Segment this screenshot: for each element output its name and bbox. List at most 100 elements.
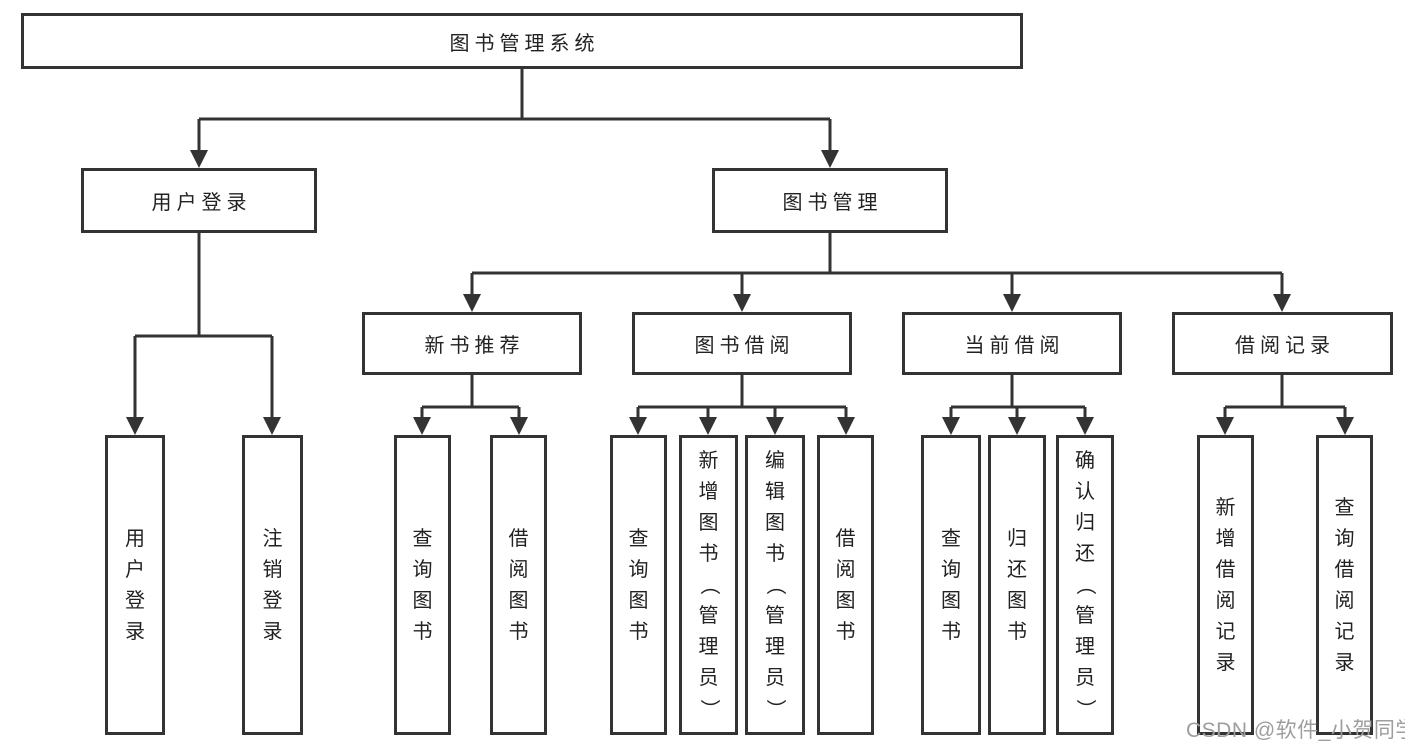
connector-userlogin-to-leaves (126, 233, 281, 435)
connector-bookmgmt-to-level3 (463, 233, 1291, 312)
leaf-label-char: 登 (125, 589, 145, 612)
leaf-label-char: 理 (698, 636, 719, 658)
leaf-label-char: 借 (835, 527, 856, 550)
leaf-label-char: 增 (698, 481, 719, 503)
connector-bookborrow-to-leaves (629, 375, 855, 435)
leaf-label-char: 编 (765, 450, 785, 472)
leaf-label-char: 图 (698, 512, 719, 534)
node-current-borrow: 当前借阅 (902, 312, 1122, 375)
leaf-label-char: 借 (508, 527, 529, 550)
leaf-label-char: 用 (125, 527, 145, 550)
leaf-label-char: 理 (765, 636, 785, 658)
leaf-label-char: 录 (1215, 651, 1236, 674)
leaf-borrow-books-recommend: 借阅图书 (490, 435, 547, 735)
leaf-label-char: 员 (1075, 667, 1095, 689)
leaf-label-char: 书 (941, 620, 961, 643)
leaf-label-char: 新 (698, 450, 719, 472)
leaf-label-char: 注 (262, 527, 283, 550)
leaf-label-char: 归 (1075, 512, 1095, 534)
leaf-label-char: 图 (1007, 589, 1027, 612)
connector-currentborrow-to-leaves (942, 375, 1094, 435)
leaf-label-char: 书 (412, 620, 433, 643)
leaf-label-char: 书 (835, 620, 856, 643)
leaf-label-char: 询 (941, 558, 961, 581)
connector-root-to-level2 (190, 69, 839, 168)
leaf-label-char: 阅 (508, 558, 529, 581)
leaf-label-char: 书 (508, 620, 529, 643)
leaf-label-char: 书 (698, 543, 719, 565)
leaf-label-char: 图 (835, 589, 856, 612)
leaf-label-char: 图 (628, 589, 649, 612)
leaf-label-char: 管 (765, 605, 785, 627)
leaf-label-char: 确 (1075, 450, 1095, 472)
leaf-label-char: 登 (262, 589, 283, 612)
leaf-label-char: 录 (1334, 651, 1355, 674)
leaf-label-char: 询 (628, 558, 649, 581)
node-book-management: 图书管理 (712, 168, 948, 233)
leaf-label-char: 认 (1075, 481, 1095, 503)
leaf-label-char: 辑 (765, 481, 785, 503)
leaf-label-char: 户 (125, 558, 145, 581)
leaf-label-char: 查 (412, 527, 433, 550)
node-book-borrow: 图书借阅 (632, 312, 852, 375)
leaf-label-char: 借 (1334, 558, 1355, 581)
leaf-label-char: 录 (262, 620, 283, 643)
leaf-label-char: 书 (765, 543, 785, 565)
leaf-label-char: 管 (698, 605, 719, 627)
leaf-label-char: 记 (1215, 620, 1236, 643)
connector-newbook-to-leaves (413, 375, 528, 435)
leaf-label-char: 图 (412, 589, 433, 612)
leaf-label-char: 还 (1075, 543, 1095, 565)
leaf-label-char: 阅 (835, 558, 856, 581)
leaf-label-char: ） (1074, 699, 1096, 719)
leaf-label-char: 借 (1215, 558, 1236, 581)
csdn-watermark: CSDN @软件_小贺同学 (1186, 719, 1405, 742)
leaf-label-char: 还 (1007, 558, 1027, 581)
leaf-borrow-books: 借阅图书 (817, 435, 874, 735)
leaf-label-char: （ (697, 575, 720, 595)
node-new-book-recommend: 新书推荐 (362, 312, 582, 375)
node-root-library-management-system: 图书管理系统 (21, 13, 1023, 69)
leaf-label-char: 查 (1334, 496, 1355, 519)
leaf-label-char: ） (764, 699, 786, 719)
leaf-return-books: 归还图书 (988, 435, 1046, 735)
leaf-label-char: 书 (1007, 620, 1027, 643)
leaf-label-char: 阅 (1215, 589, 1236, 612)
leaf-label-char: 归 (1007, 527, 1027, 550)
leaf-label-char: （ (1074, 575, 1096, 595)
leaf-query-books-borrow: 查询图书 (610, 435, 667, 735)
node-user-login: 用户登录 (81, 168, 317, 233)
leaf-label-char: 理 (1075, 636, 1095, 658)
leaf-label-char: （ (764, 575, 786, 595)
leaf-label-char: 书 (628, 620, 649, 643)
leaf-edit-books-admin: 编辑图书 （ 管理员 ） (745, 435, 805, 735)
leaf-label-char: 增 (1215, 527, 1236, 550)
leaf-label-char: 录 (125, 620, 145, 643)
leaf-label-char: 询 (412, 558, 433, 581)
leaf-label-char: 图 (765, 512, 785, 534)
leaf-label-char: 员 (698, 667, 719, 689)
leaf-label-char: 新 (1215, 496, 1236, 519)
node-borrow-record: 借阅记录 (1172, 312, 1393, 375)
leaf-confirm-return-admin: 确认归还 （ 管理员 ） (1056, 435, 1114, 735)
leaf-label-char: 员 (765, 667, 785, 689)
leaf-label-char: 查 (941, 527, 961, 550)
leaf-label-char: 查 (628, 527, 649, 550)
leaf-label-char: 询 (1334, 527, 1355, 550)
connector-borrowrecord-to-leaves (1216, 375, 1354, 435)
leaf-label-char: 销 (262, 558, 283, 581)
leaf-label-char: 记 (1334, 620, 1355, 643)
leaf-user-login: 用户登录 (105, 435, 165, 735)
leaf-label-char: 阅 (1334, 589, 1355, 612)
leaf-query-borrow-record: 查询借阅记录 (1316, 435, 1373, 735)
leaf-add-borrow-record: 新增借阅记录 (1197, 435, 1254, 735)
leaf-logout: 注销登录 (242, 435, 303, 735)
leaf-query-books-recommend: 查询图书 (394, 435, 451, 735)
leaf-label-char: 图 (508, 589, 529, 612)
leaf-label-char: 管 (1075, 605, 1095, 627)
leaf-add-books-admin: 新增图书（管理员） (679, 435, 738, 735)
leaf-query-books-current: 查询图书 (921, 435, 981, 735)
leaf-label-char: 图 (941, 589, 961, 612)
